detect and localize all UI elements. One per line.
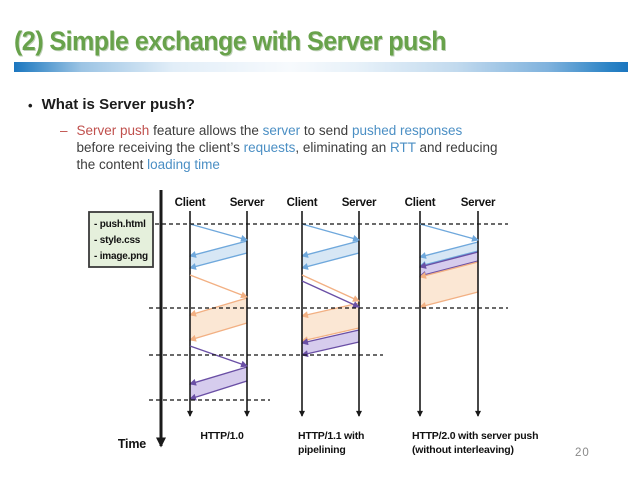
column-label: Client <box>287 197 318 209</box>
response-edge-blue <box>418 241 479 259</box>
protocol-label: HTTP/2.0 with server push(without interl… <box>412 430 538 456</box>
request-arrow-blue <box>301 223 361 242</box>
response-edge-purple <box>300 341 360 358</box>
response-edge-blue <box>188 240 248 258</box>
response-edge-blue <box>418 250 479 268</box>
legend-item: - image.png <box>94 251 148 262</box>
response-band-orange <box>190 298 247 340</box>
response-edge-purple <box>300 329 360 346</box>
response-edge-orange <box>300 327 360 344</box>
response-edge-purple <box>418 251 479 269</box>
response-band-purple <box>420 252 478 276</box>
column-label: Server <box>342 197 377 209</box>
response-edge-orange <box>418 261 479 279</box>
response-band-blue <box>302 241 359 268</box>
response-band-blue <box>420 242 478 266</box>
time-axis-label: Time <box>118 437 146 451</box>
bullet-block: • What is Server push? – Server push fea… <box>28 96 620 173</box>
response-edge-blue <box>300 240 360 258</box>
request-arrow-blue <box>419 223 480 242</box>
response-edge-purple <box>188 366 248 386</box>
response-band-blue <box>190 241 247 268</box>
response-edge-orange <box>188 322 248 342</box>
response-band-orange <box>302 303 359 341</box>
sub-bullet-dash: – <box>60 123 68 138</box>
column-label: Client <box>175 197 206 209</box>
response-edge-orange <box>418 291 479 309</box>
legend-item: - push.html <box>94 219 146 230</box>
request-arrow-blue <box>189 223 249 242</box>
legend-item: - style.css <box>94 235 141 246</box>
legend-box <box>88 211 154 268</box>
response-edge-orange <box>188 297 248 317</box>
request-arrow-purple <box>189 345 248 368</box>
response-edge-purple <box>188 380 248 401</box>
slide-title: (2) Simple exchange with Server push <box>14 26 447 56</box>
response-edge-orange <box>300 302 360 319</box>
bullet-heading: What is Server push? <box>41 96 195 113</box>
sub-bullet-row: – Server push feature allows the server … <box>28 122 620 173</box>
title-accent-bar <box>14 62 628 72</box>
request-arrow-orange <box>189 274 248 299</box>
request-arrow-purple <box>301 280 360 308</box>
response-edge-purple <box>418 260 479 278</box>
column-label: Client <box>405 197 436 209</box>
request-arrow-orange <box>301 274 360 302</box>
response-band-purple <box>302 330 359 355</box>
sub-bullet-text: Server push feature allows the server to… <box>76 123 498 173</box>
page-number: 20 <box>575 447 590 459</box>
protocol-label: HTTP/1.0 <box>200 430 244 442</box>
response-edge-blue <box>188 252 248 270</box>
column-label: Server <box>230 197 265 209</box>
bullet-heading-row: • What is Server push? <box>28 96 620 115</box>
column-label: Server <box>461 197 496 209</box>
response-edge-blue <box>300 252 360 270</box>
response-band-purple <box>190 367 247 399</box>
bullet-glyph: • <box>28 98 33 113</box>
